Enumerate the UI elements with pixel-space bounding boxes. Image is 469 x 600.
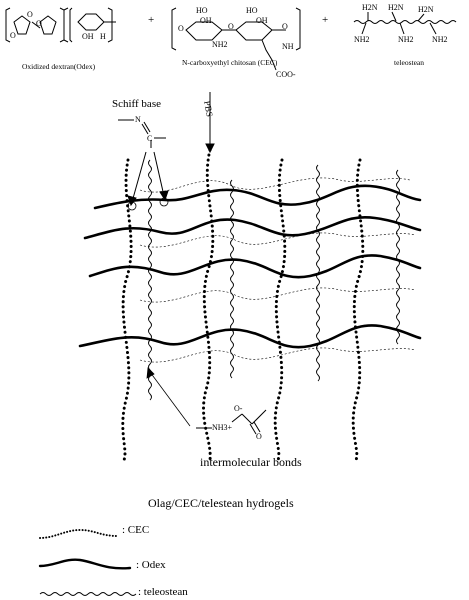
schiff-c: C xyxy=(147,134,153,143)
plus-sign-2: + xyxy=(322,14,329,26)
legend-odex-label: : Odex xyxy=(136,559,166,571)
teleostean-nh2-e: NH2 xyxy=(398,35,414,44)
network-odex-strands xyxy=(78,184,422,349)
teleostean-nh2-b: H2N xyxy=(388,3,404,12)
odex-o-link: O xyxy=(36,19,42,28)
legend-swatches xyxy=(38,528,137,596)
legend-odex-swatch xyxy=(38,558,132,570)
schiff-base-label: Schiff base xyxy=(112,98,161,110)
cec-coo: COO- xyxy=(276,70,296,79)
cec-o-right: O xyxy=(282,22,288,31)
carboxylate-o: O xyxy=(256,432,262,441)
odex-oh: OH xyxy=(82,32,94,41)
legend-teleostean-label: : teleostean xyxy=(138,586,188,598)
teleostean-nh2-c: H2N xyxy=(418,5,434,14)
ammonium-label: NH3+ xyxy=(212,423,233,432)
schiff-n: N xyxy=(135,115,141,124)
odex-caption: Oxidized dextran(Odex) xyxy=(22,62,96,71)
cec-ho-2: HO xyxy=(246,6,258,15)
odex-o-ring: O xyxy=(27,10,33,19)
cec-o-mid: O xyxy=(228,22,234,31)
network-cec-connectors xyxy=(139,177,416,363)
schiff-arrows xyxy=(127,151,169,207)
cec-o-left: O xyxy=(178,24,184,33)
teleostean-nh2-d: NH2 xyxy=(354,35,370,44)
legend-teleostean-swatch xyxy=(39,592,137,596)
cec-structure xyxy=(171,7,301,71)
hydrogel-title: Olag/CEC/telestean hydrogels xyxy=(148,496,294,510)
teleostean-nh2-f: NH2 xyxy=(432,35,448,44)
teleostean-caption: teleostean xyxy=(394,58,424,67)
intermolecular-bonds-label: intermolecular bonds xyxy=(200,455,302,469)
pbs-arrow xyxy=(205,92,215,154)
legend-cec-swatch xyxy=(39,528,119,539)
odex-end-o: O xyxy=(10,31,16,40)
cec-nh: NH xyxy=(282,42,294,51)
teleostean-structure xyxy=(353,11,457,35)
schiff-crosslink-marks xyxy=(127,197,169,211)
legend-cec-label: : CEC xyxy=(122,524,150,536)
network-teleostean-strands xyxy=(148,159,400,401)
cec-ho-1: HO xyxy=(196,6,208,15)
cec-nh2: NH2 xyxy=(212,40,228,49)
cec-oh-1: OH xyxy=(200,16,212,25)
schiff-base-fragment xyxy=(118,119,166,148)
odex-structure xyxy=(5,7,116,43)
plus-sign-1: + xyxy=(148,14,155,26)
bond-arrow xyxy=(146,367,191,427)
network-cec-strands xyxy=(121,148,365,462)
cec-caption: N-carboxyethyl chitosan (CEC) xyxy=(182,58,278,67)
cec-oh-2: OH xyxy=(256,16,268,25)
odex-h: H xyxy=(100,32,106,41)
carboxylate-o-minus: O- xyxy=(234,404,243,413)
ionic-bond-fragment xyxy=(196,409,267,435)
teleostean-nh2-a: H2N xyxy=(362,3,378,12)
